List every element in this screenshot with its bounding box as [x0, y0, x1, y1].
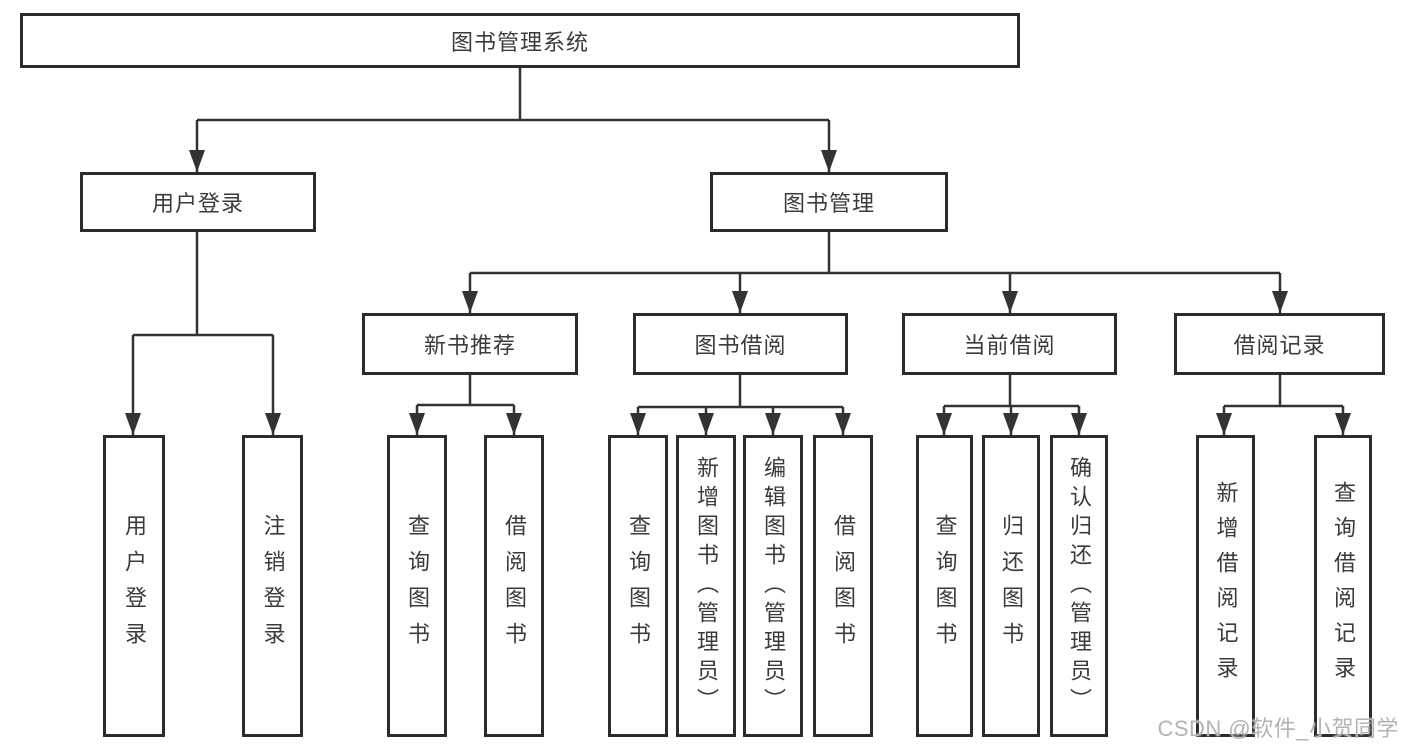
leaf-confirm-return-admin: 确认归还（管理员）	[1050, 435, 1108, 737]
leaf-borrow-books-recommend: 借阅图书	[484, 435, 544, 737]
leaf-query-books-borrow: 查询图书	[608, 435, 668, 737]
node-root-system: 图书管理系统	[20, 13, 1020, 68]
leaf-add-borrow-record: 新增借阅记录	[1196, 435, 1255, 737]
leaf-borrow-books-label: 借阅图书	[831, 514, 856, 658]
node-current-borrowing-label: 当前借阅	[963, 333, 1056, 358]
node-borrowing-records-label: 借阅记录	[1233, 333, 1326, 358]
leaf-edit-book-admin: 编辑图书（管理员）	[743, 435, 803, 737]
leaf-return-books-label: 归还图书	[999, 514, 1024, 658]
leaf-logout-label: 注销登录	[260, 514, 286, 658]
node-user-login-label: 用户登录	[151, 191, 244, 216]
leaf-user-login: 用户登录	[103, 435, 165, 737]
leaf-borrow-books: 借阅图书	[813, 435, 873, 737]
leaf-user-login-label: 用户登录	[122, 514, 147, 658]
node-current-borrowing: 当前借阅	[902, 313, 1117, 375]
node-new-book-recommendation-label: 新书推荐	[423, 333, 516, 358]
node-book-borrowing-label: 图书借阅	[694, 333, 787, 358]
leaf-query-borrow-record: 查询借阅记录	[1314, 435, 1372, 737]
leaf-query-books-recommend-label: 查询图书	[405, 514, 430, 658]
leaf-confirm-return-admin-label: 确认归还（管理员）	[1067, 455, 1092, 717]
csdn-watermark: CSDN @软件_小贺同学	[1157, 716, 1399, 741]
leaf-edit-book-admin-label: 编辑图书（管理员）	[761, 455, 786, 717]
node-book-management: 图书管理	[710, 172, 948, 232]
leaf-query-borrow-record-label: 查询借阅记录	[1331, 481, 1356, 691]
leaf-query-books-recommend: 查询图书	[387, 435, 447, 737]
node-book-borrowing: 图书借阅	[633, 313, 848, 375]
node-root-label: 图书管理系统	[450, 29, 589, 55]
leaf-add-borrow-record-label: 新增借阅记录	[1213, 481, 1239, 691]
leaf-logout: 注销登录	[242, 435, 303, 737]
leaf-add-book-admin-label: 新增图书（管理员）	[694, 455, 719, 717]
leaf-query-books-current: 查询图书	[916, 435, 973, 737]
leaf-add-book-admin: 新增图书（管理员）	[676, 435, 736, 737]
leaf-return-books: 归还图书	[982, 435, 1040, 737]
node-new-book-recommendation: 新书推荐	[362, 313, 578, 375]
leaf-query-books-borrow-label: 查询图书	[626, 514, 651, 658]
leaf-query-books-current-label: 查询图书	[932, 514, 958, 658]
leaf-borrow-books-recommend-label: 借阅图书	[502, 514, 527, 658]
node-book-management-label: 图书管理	[782, 191, 875, 216]
node-user-login: 用户登录	[80, 172, 316, 232]
node-borrowing-records: 借阅记录	[1174, 313, 1385, 375]
